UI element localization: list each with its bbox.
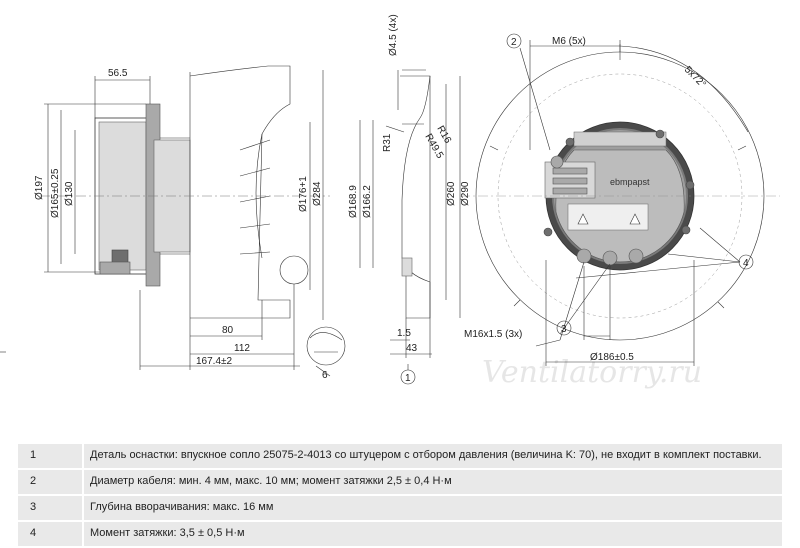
- nozzle-view: Ø4.5 (4x) Ø168.9 Ø166.2 R31 R49.5 R16 Ø2…: [348, 14, 471, 385]
- balloon-3: 3: [561, 324, 567, 335]
- dim-m16: M16x1.5 (3x): [464, 329, 522, 340]
- dim-290: Ø290: [460, 181, 471, 206]
- dim-176: Ø176+1: [298, 176, 309, 212]
- balloon-1: 1: [405, 373, 411, 384]
- dim-80: 80: [222, 325, 234, 336]
- dim-1-5: 1.5: [397, 328, 411, 339]
- watermark: Ventilatorry.ru: [482, 355, 702, 390]
- legend-row: 1 Деталь оснастки: впускное сопло 25075-…: [18, 444, 782, 470]
- dim-4-5: Ø4.5 (4x): [388, 14, 399, 56]
- dim-284: Ø284: [312, 181, 323, 206]
- dim-260: Ø260: [446, 181, 457, 206]
- balloon-2: 2: [511, 37, 517, 48]
- balloon-4: 4: [743, 258, 749, 269]
- dim-56-5: 56.5: [108, 68, 128, 79]
- dim-168-9: Ø168.9: [348, 185, 359, 218]
- dim-m6: M6 (5x): [552, 36, 586, 47]
- dim-197: Ø197: [34, 175, 45, 200]
- r31: R31: [382, 133, 393, 152]
- legend-text: Глубина вворачивания: макс. 16 мм: [83, 494, 782, 522]
- legend-row: 2 Диаметр кабеля: мин. 4 мм, макс. 10 мм…: [18, 468, 782, 496]
- technical-drawing: Ventilatorry.ru: [0, 14, 780, 390]
- legend-row: 3 Глубина вворачивания: макс. 16 мм: [18, 494, 782, 522]
- angle-5x72: 5x72°: [682, 64, 708, 90]
- legend-text: Диаметр кабеля: мин. 4 мм, макс. 10 мм; …: [83, 468, 782, 496]
- legend-table: 1 Деталь оснастки: впускное сопло 25075-…: [18, 444, 782, 548]
- legend-num: 2: [18, 468, 84, 496]
- legend-num: 3: [18, 494, 84, 522]
- dim-112: 112: [234, 343, 250, 354]
- dim-167-4: 167.4±2: [196, 356, 233, 367]
- legend-text: Деталь оснастки: впускное сопло 25075-2-…: [83, 444, 782, 470]
- dim-130: Ø130: [64, 181, 75, 206]
- front-view: ebmpapst 2 M6 (5x) 5x72° M16: [460, 33, 780, 366]
- dim-186: Ø186±0.5: [590, 352, 634, 363]
- legend-row: 4 Момент затяжки: 3,5 ± 0,5 Н·м: [18, 520, 782, 548]
- side-view: 56.5 Ø197 Ø165±0.25 Ø130 Ø176+1 Ø284 80 …: [34, 65, 346, 381]
- label-6: 6: [322, 370, 328, 381]
- legend-text: Момент затяжки: 3,5 ± 0,5 Н·м: [83, 520, 782, 548]
- brand-logo: ebmpapst: [610, 177, 650, 187]
- legend-num: 1: [18, 444, 84, 470]
- dim-166-2: Ø166.2: [362, 185, 373, 218]
- dim-43: 43: [406, 343, 418, 354]
- dim-165: Ø165±0.25: [50, 168, 61, 218]
- legend-num: 4: [18, 520, 84, 548]
